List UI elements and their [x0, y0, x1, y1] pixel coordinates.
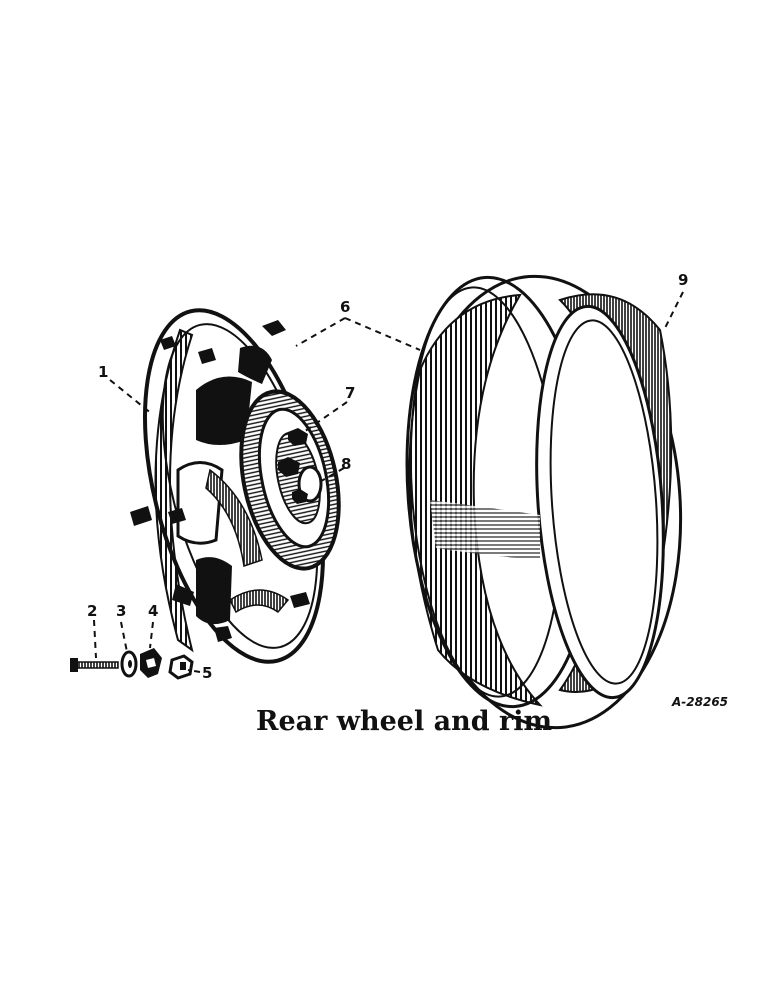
nut-part-5	[168, 654, 194, 680]
callout-1: 1	[98, 363, 108, 381]
callout-4: 4	[148, 602, 158, 620]
rim	[405, 274, 683, 730]
callout-9: 9	[678, 271, 688, 289]
callout-labels: 1 2 3 4 5 6 7 8 9	[87, 271, 688, 682]
callout-6: 6	[340, 298, 350, 316]
callout-5: 5	[202, 664, 212, 682]
callout-8: 8	[341, 455, 351, 473]
diagram-caption: Rear wheel and rim	[256, 706, 552, 737]
washer-part-3	[120, 650, 138, 678]
callout-2: 2	[87, 602, 97, 620]
callout-7: 7	[345, 384, 355, 402]
wheel-disc	[130, 308, 341, 664]
clamp-part-4	[140, 648, 162, 678]
reference-number: A-28265	[671, 695, 728, 709]
callout-3: 3	[116, 602, 126, 620]
bolt-part-2	[70, 658, 119, 672]
leader-lines	[93, 291, 684, 673]
